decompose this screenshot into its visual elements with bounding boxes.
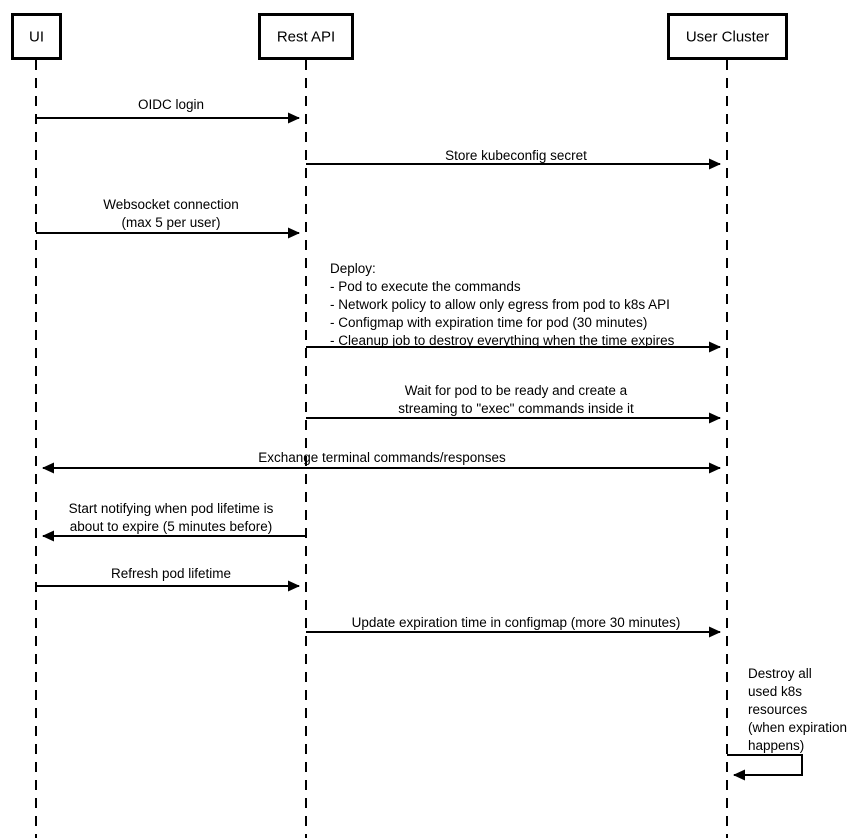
message-oidc-login[interactable]: OIDC login — [36, 97, 300, 124]
self-message-destroy-all-used-k8s-resources[interactable]: Destroy all used k8s resources (when expira… — [727, 666, 847, 781]
message-label-start-notifying-expiry: about to expire (5 minutes before) — [70, 519, 273, 534]
message-deploy[interactable]: Deploy: - Pod to execute the commands - Ne… — [306, 261, 721, 353]
participant-box-user-cluster[interactable] — [667, 13, 788, 60]
message-label-deploy: - Pod to execute the commands — [330, 279, 521, 294]
message-label-exchange-terminal-commands: Exchange terminal commands/responses — [258, 450, 506, 465]
message-label-start-notifying-expiry: Start notifying when pod lifetime is — [69, 501, 274, 516]
self-message-label-destroy-all-used-k8s-resources: (when expiration — [748, 720, 847, 735]
lifelines-layer — [35, 60, 728, 838]
message-label-deploy: - Cleanup job to destroy everything when… — [330, 333, 675, 348]
message-label-oidc-login: OIDC login — [138, 97, 204, 112]
participant-label-user-cluster: User Cluster — [686, 28, 769, 45]
message-store-kubeconfig-secret[interactable]: Store kubeconfig secret — [306, 148, 721, 170]
message-update-expiration-time[interactable]: Update expiration time in configmap (mor… — [306, 615, 721, 638]
message-label-wait-for-pod-exec-stream: streaming to "exec" commands inside it — [398, 401, 634, 416]
message-label-websocket-connection: Websocket connection — [103, 197, 239, 212]
participant-label-rest-api: Rest API — [277, 28, 335, 45]
self-message-arrow-destroy-all-used-k8s-resources — [727, 754, 803, 781]
self-message-label-destroy-all-used-k8s-resources: used k8s — [748, 684, 802, 699]
message-label-websocket-connection: (max 5 per user) — [121, 215, 220, 230]
message-start-notifying-expiry[interactable]: Start notifying when pod lifetime is abou… — [42, 501, 306, 542]
message-label-store-kubeconfig-secret: Store kubeconfig secret — [445, 148, 587, 163]
participant-ui[interactable]: UI — [11, 13, 62, 60]
message-label-wait-for-pod-exec-stream: Wait for pod to be ready and create a — [405, 383, 628, 398]
participant-label-ui: UI — [29, 28, 44, 45]
self-message-label-destroy-all-used-k8s-resources: resources — [748, 702, 808, 717]
message-label-deploy: - Network policy to allow only egress fr… — [330, 297, 670, 312]
message-wait-for-pod-exec-stream[interactable]: Wait for pod to be ready and create a str… — [306, 383, 721, 424]
self-messages-layer: Destroy all used k8s resources (when expira… — [727, 666, 847, 781]
message-refresh-pod-lifetime[interactable]: Refresh pod lifetime — [36, 566, 300, 592]
message-label-refresh-pod-lifetime: Refresh pod lifetime — [111, 566, 231, 581]
participant-box-rest-api[interactable] — [258, 13, 354, 60]
participant-rest-api[interactable]: Rest API — [258, 13, 354, 60]
message-label-deploy: - Configmap with expiration time for pod… — [330, 315, 647, 330]
participant-box-ui[interactable] — [11, 13, 62, 60]
self-message-label-destroy-all-used-k8s-resources: happens) — [748, 738, 804, 753]
participant-user-cluster[interactable]: User Cluster — [667, 13, 788, 60]
message-label-update-expiration-time: Update expiration time in configmap (mor… — [352, 615, 681, 630]
message-exchange-terminal-commands[interactable]: Exchange terminal commands/responses — [42, 450, 721, 474]
participants-layer: UI Rest API User Cluster — [11, 13, 788, 60]
message-websocket-connection[interactable]: Websocket connection (max 5 per user) — [36, 197, 300, 239]
self-message-label-destroy-all-used-k8s-resources: Destroy all — [748, 666, 812, 681]
message-label-deploy: Deploy: — [330, 261, 376, 276]
